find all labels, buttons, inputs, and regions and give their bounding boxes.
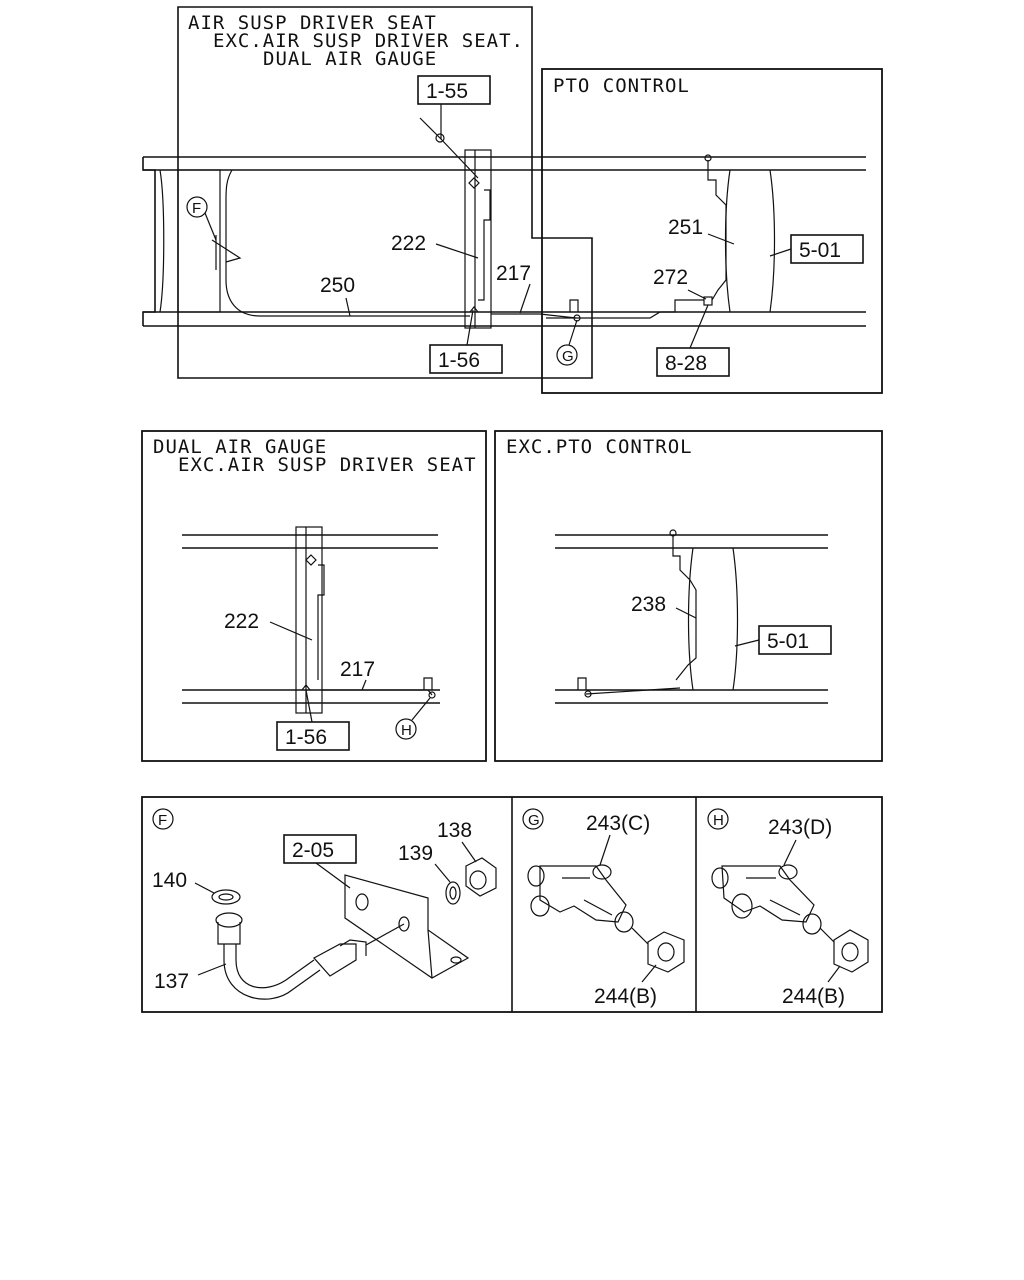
detail-g: G 243(C) 244(B) bbox=[522, 808, 685, 1008]
panel-title: EXC.PTO CONTROL bbox=[506, 436, 693, 458]
label-222: 222 bbox=[391, 232, 426, 255]
label-250: 250 bbox=[320, 274, 355, 297]
washer-140 bbox=[211, 889, 241, 905]
callout-circle-h: H bbox=[395, 718, 417, 740]
detail-h: H 243(D) 244(B) bbox=[707, 808, 869, 1008]
washer-139 bbox=[445, 881, 461, 905]
svg-text:2-05: 2-05 bbox=[292, 839, 334, 862]
label-251: 251 bbox=[668, 216, 703, 239]
callout-circle-f: F bbox=[186, 196, 208, 218]
panel-title-line2: EXC.AIR SUSP DRIVER SEAT. bbox=[213, 30, 524, 52]
label-217: 217 bbox=[496, 262, 531, 285]
middle-left-panel: DUAL AIR GAUGE EXC.AIR SUSP DRIVER SEAT … bbox=[141, 430, 487, 762]
nut-138 bbox=[465, 857, 497, 897]
ref-box-1-55: 1-55 bbox=[417, 75, 491, 105]
ref-box-1-56: 1-56 bbox=[276, 721, 350, 751]
panel-title: PTO CONTROL bbox=[553, 75, 690, 97]
panel-title-line3: DUAL AIR GAUGE bbox=[263, 48, 437, 70]
svg-text:5-01: 5-01 bbox=[767, 630, 809, 653]
middle-right-panel: EXC.PTO CONTROL 238 5-01 bbox=[494, 430, 883, 762]
label-243d: 243(D) bbox=[768, 816, 832, 839]
top-right-panel: PTO CONTROL 251 272 5-01 8-28 bbox=[541, 68, 883, 394]
svg-text:5-01: 5-01 bbox=[799, 239, 841, 262]
bracket bbox=[344, 874, 470, 979]
ref-box-1-56: 1-56 bbox=[429, 344, 503, 374]
label-272: 272 bbox=[653, 266, 688, 289]
label-238: 238 bbox=[631, 593, 666, 616]
callout-circle-h: H bbox=[707, 808, 729, 830]
label-139: 139 bbox=[398, 842, 433, 865]
nut-244b bbox=[647, 931, 685, 973]
ref-box-5-01: 5-01 bbox=[758, 625, 832, 655]
svg-text:8-28: 8-28 bbox=[665, 352, 707, 375]
label-222: 222 bbox=[224, 610, 259, 633]
callout-circle-g: G bbox=[556, 344, 578, 366]
panel-title-line1: AIR SUSP DRIVER SEAT bbox=[188, 12, 437, 34]
ref-box-8-28: 8-28 bbox=[656, 347, 730, 377]
ref-box-5-01: 5-01 bbox=[790, 234, 864, 264]
crossmember bbox=[464, 149, 492, 329]
svg-text:1-56: 1-56 bbox=[285, 726, 327, 749]
label-140: 140 bbox=[152, 869, 187, 892]
ref-box-2-05: 2-05 bbox=[283, 834, 357, 864]
svg-text:F: F bbox=[158, 812, 167, 829]
svg-text:1-56: 1-56 bbox=[438, 349, 480, 372]
svg-text:F: F bbox=[192, 200, 201, 217]
cross-fitting-243c bbox=[527, 864, 634, 933]
svg-text:G: G bbox=[562, 348, 574, 365]
cross-fitting-243d bbox=[711, 864, 822, 935]
svg-text:H: H bbox=[713, 812, 724, 829]
label-217: 217 bbox=[340, 658, 375, 681]
callout-circle-f: F bbox=[152, 808, 174, 830]
svg-text:H: H bbox=[401, 722, 412, 739]
svg-text:G: G bbox=[528, 812, 540, 829]
top-frame-rails bbox=[142, 156, 866, 327]
label-244b: 244(B) bbox=[782, 985, 845, 1008]
nut-244b bbox=[833, 929, 869, 973]
panel-title-line2: EXC.AIR SUSP DRIVER SEAT bbox=[178, 454, 477, 476]
top-left-panel: AIR SUSP DRIVER SEAT EXC.AIR SUSP DRIVER… bbox=[177, 6, 593, 379]
label-243c: 243(C) bbox=[586, 812, 650, 835]
detail-panels bbox=[141, 796, 883, 1013]
label-137: 137 bbox=[154, 970, 189, 993]
label-138: 138 bbox=[437, 819, 472, 842]
svg-text:1-55: 1-55 bbox=[426, 80, 468, 103]
hose-137 bbox=[215, 912, 367, 1000]
detail-f: F bbox=[152, 808, 497, 1000]
label-244b: 244(B) bbox=[594, 985, 657, 1008]
panel-title-line1: DUAL AIR GAUGE bbox=[153, 436, 327, 458]
callout-circle-g: G bbox=[522, 808, 544, 830]
